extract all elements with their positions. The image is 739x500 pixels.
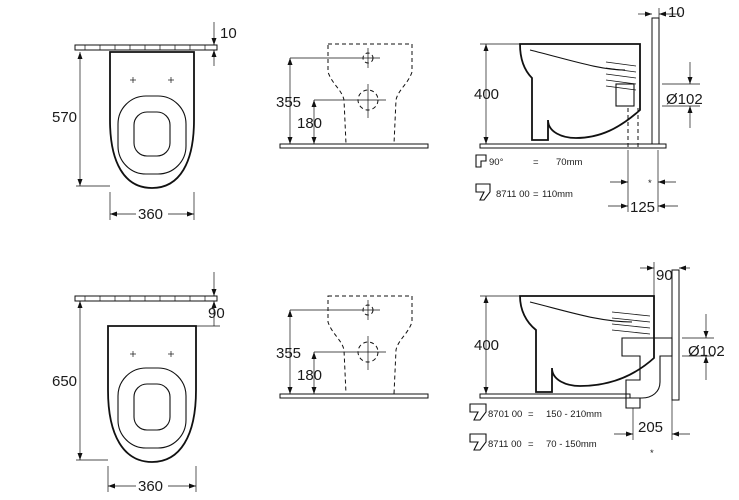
- bowl-opening: [133, 383, 171, 431]
- seat-outline: [117, 367, 187, 449]
- depth-label: 650: [52, 373, 77, 390]
- floor-line: [279, 143, 429, 149]
- front-view-bottom: 355 180: [276, 295, 429, 399]
- gap-label: 90: [656, 267, 673, 284]
- connector: [615, 83, 635, 107]
- svg-text:=: =: [533, 157, 539, 168]
- svg-text:150 - 210mm: 150 - 210mm: [546, 409, 602, 420]
- floor-line: [279, 393, 429, 399]
- fixing-hole-left: [130, 77, 136, 83]
- floor-line: [479, 393, 631, 399]
- front-view-top: 355 180: [276, 43, 429, 149]
- bowl-outline: [107, 325, 197, 463]
- height-label: 400: [474, 86, 499, 103]
- wall-section: [671, 269, 680, 401]
- height-label: 400: [474, 337, 499, 354]
- outlet-height-label: 180: [297, 367, 322, 384]
- svg-text:110mm: 110mm: [542, 189, 573, 200]
- offset-label: 125: [630, 199, 655, 216]
- svg-text:70 - 150mm: 70 - 150mm: [546, 439, 597, 450]
- legend-row-2: 8711 00 = 70 - 150mm: [469, 433, 597, 451]
- wall-section: [651, 17, 660, 145]
- offset-label: 205: [638, 419, 663, 436]
- svg-text:8701 00: 8701 00: [488, 409, 522, 420]
- wall-plate: [74, 44, 218, 51]
- wall-plate: [74, 295, 218, 302]
- bend-connector-icon: [475, 183, 491, 201]
- svg-text:8711 00: 8711 00: [496, 189, 530, 200]
- legend-row-2: 8711 00 = 110mm: [475, 183, 573, 201]
- pan-outline-dashed: [327, 295, 413, 395]
- side-view-bottom: 400 Ø102 90 205 * 8701 00 = 150 - 210mm …: [469, 262, 725, 459]
- asterisk: *: [648, 178, 652, 189]
- bowl-outline: [109, 51, 195, 189]
- width-label: 360: [138, 478, 163, 495]
- plan-view-top: 570 360 10: [52, 22, 237, 223]
- inlet-height-label: 355: [276, 345, 301, 362]
- gap-label: 10: [668, 4, 685, 21]
- fixing-hole-right: [168, 77, 174, 83]
- pan-profile: [519, 295, 655, 393]
- wall-plate-hatch: [84, 45, 206, 50]
- svg-text:90°: 90°: [489, 157, 504, 168]
- svg-text:=: =: [528, 439, 534, 450]
- pan-outline-dashed: [327, 43, 413, 145]
- depth-label: 570: [52, 109, 77, 126]
- outlet-centre-mark: [350, 84, 386, 118]
- legend-row-1: 90° = 70mm: [475, 154, 582, 168]
- gap-label: 90: [208, 305, 225, 322]
- outlet-height-label: 180: [297, 115, 322, 132]
- diameter-label: Ø102: [666, 91, 703, 108]
- gap-label: 10: [220, 25, 237, 42]
- bend-connector-icon: [469, 433, 487, 451]
- bend-connector-icon: [469, 403, 487, 421]
- asterisk: *: [650, 448, 654, 459]
- seat-outline: [117, 95, 187, 175]
- bend-connector: [621, 337, 673, 399]
- svg-text:=: =: [528, 409, 534, 420]
- side-view-top: 400 Ø102 10 125 * 90° = 70mm 8711 00 =: [474, 4, 703, 216]
- outlet-coil: [611, 311, 651, 335]
- diameter-label: Ø102: [688, 343, 725, 360]
- pan-profile: [519, 43, 641, 141]
- svg-text:=: =: [533, 189, 539, 200]
- inlet-height-label: 355: [276, 94, 301, 111]
- svg-text:8711 00: 8711 00: [488, 439, 522, 450]
- bowl-opening: [133, 111, 171, 157]
- bowl-inner-curve: [529, 49, 626, 71]
- bend-90-icon: [475, 154, 487, 168]
- floor-line: [479, 143, 667, 149]
- plan-view-bottom: 650 360 90: [52, 272, 225, 495]
- width-label: 360: [138, 206, 163, 223]
- legend-row-1: 8701 00 = 150 - 210mm: [469, 403, 602, 421]
- svg-text:70mm: 70mm: [556, 157, 582, 168]
- outlet-coil: [605, 61, 637, 91]
- inlet-centre-mark: [356, 48, 380, 68]
